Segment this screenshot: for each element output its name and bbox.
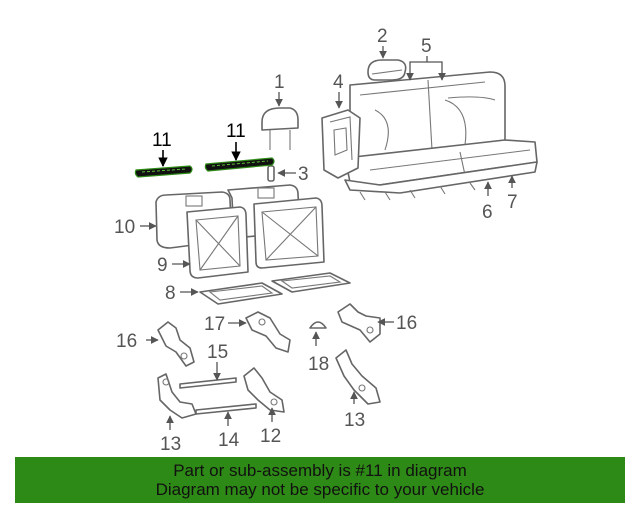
leader-lines	[140, 46, 516, 430]
seat-side-panel	[321, 109, 361, 179]
callout-17: 17	[204, 314, 225, 335]
callout-7: 7	[507, 192, 518, 213]
callout-13-left: 13	[160, 434, 181, 455]
callout-16-right: 16	[396, 313, 417, 334]
callout-15: 15	[207, 342, 228, 363]
callout-4: 4	[333, 72, 344, 93]
rod-14	[195, 403, 257, 415]
hinge-assembly-13-left	[157, 373, 197, 419]
seat-back-frame-9	[186, 197, 325, 279]
hinge-bracket-16-left	[157, 321, 195, 367]
callout-3: 3	[298, 164, 309, 185]
hinge-assembly-13-right	[335, 349, 381, 405]
callout-5: 5	[421, 36, 432, 57]
headrest-1	[261, 107, 299, 150]
part-notice-line: Part or sub-assembly is #11 in diagram	[173, 461, 467, 480]
callout-8: 8	[165, 283, 176, 304]
trim-strip-11-left	[134, 165, 193, 178]
callout-9: 9	[157, 255, 168, 276]
callout-6: 6	[482, 202, 493, 223]
cap-18	[309, 321, 327, 329]
disclaimer-line: Diagram may not be specific to your vehi…	[155, 480, 485, 499]
callout-18: 18	[308, 354, 329, 375]
callout-14: 14	[218, 430, 240, 451]
headrest-guide-3	[267, 165, 275, 182]
seat-cushion-pan-8	[199, 272, 351, 305]
rod-15	[179, 377, 237, 389]
part-notice-banner: Part or sub-assembly is #11 in diagram D…	[15, 457, 625, 503]
rear-bench-seat	[344, 71, 538, 201]
headrest-2	[367, 59, 407, 81]
hinge-assembly-12	[243, 367, 285, 413]
callout-13-right: 13	[344, 410, 365, 431]
callout-10: 10	[114, 217, 135, 238]
callout-16-left: 16	[116, 331, 137, 352]
callout-11-right: 11	[226, 121, 246, 142]
callout-2: 2	[377, 26, 388, 47]
trim-strip-11-right	[204, 157, 275, 172]
hinge-bracket-16-right	[337, 303, 381, 343]
callout-1: 1	[274, 72, 285, 93]
callout-12: 12	[260, 426, 281, 447]
callout-11-left: 11	[152, 130, 172, 151]
hinge-bracket-17	[245, 311, 291, 353]
parts-diagram: 1 2 3 4 5 6 7 8 9 10 11 11 12 13 13 14 1…	[114, 26, 538, 455]
